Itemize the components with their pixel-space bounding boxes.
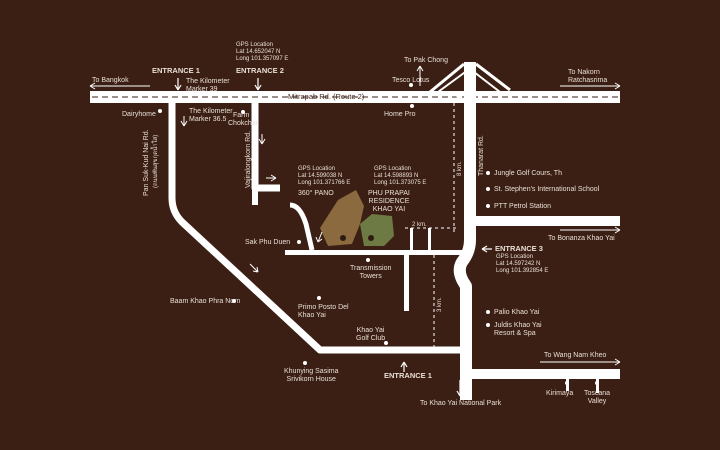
label-khaoyai-golf: Khao Yai Golf Club bbox=[356, 327, 386, 342]
label-pano: 360° PANO bbox=[298, 190, 334, 197]
label-km36: The Kilometer Marker 36.5 bbox=[189, 108, 233, 123]
label-route2: Mitrapab Rd. (Route 2) bbox=[288, 92, 365, 101]
label-tesco: Tesco Lotus bbox=[392, 77, 430, 84]
marker-st-stephen bbox=[486, 187, 490, 191]
label-entrance1-top: ENTRANCE 1 bbox=[152, 66, 200, 75]
label-primo: Primo Posto Del Khao Yai bbox=[298, 304, 349, 319]
arrow-to-wang-nam-kheo bbox=[540, 358, 621, 366]
label-3km: 3 km. bbox=[437, 297, 443, 312]
marker-ptt bbox=[486, 204, 490, 208]
marker-khunying bbox=[303, 361, 307, 365]
marker-kirimaya bbox=[565, 381, 569, 385]
project-plot-brown bbox=[320, 190, 364, 246]
label-thanarat: Thanarat Rd. bbox=[478, 135, 485, 176]
pansukkud-road bbox=[168, 102, 466, 354]
marker-transmission bbox=[366, 258, 370, 262]
arrow-access bbox=[315, 231, 323, 243]
label-farm-chokchai: Farm Chokchai bbox=[228, 112, 258, 127]
interchange-loop bbox=[453, 91, 471, 103]
label-juldis: Juldis Khao Yai Resort & Spa bbox=[494, 322, 542, 337]
label-to-khao-yai-np: To Khao Yai National Park bbox=[420, 400, 502, 407]
interchange-ramp-right bbox=[475, 62, 511, 92]
label-toscana: Toscana Valley bbox=[584, 390, 611, 405]
marker-primo bbox=[317, 296, 321, 300]
marker-farm-chokchai bbox=[241, 110, 245, 114]
arrow-pansukkud-2 bbox=[249, 263, 259, 273]
cross-road bbox=[285, 250, 468, 255]
label-entrance2: ENTRANCE 2 bbox=[236, 66, 284, 75]
label-jungle-golf: Jungle Golf Cours, Th bbox=[494, 170, 562, 177]
label-to-wang-nam-kheo: To Wang Nam Kheo bbox=[544, 352, 607, 359]
marker-sak-phu-duen bbox=[297, 240, 301, 244]
label-entrance3: ENTRANCE 3 bbox=[495, 244, 543, 253]
kirimaya-spur bbox=[566, 379, 569, 391]
label-homepro: Home Pro bbox=[384, 111, 416, 118]
wang-nam-kheo-road bbox=[472, 369, 620, 379]
gps-entrance3: GPS Location Lat 14.597242 N Long 101.39… bbox=[496, 254, 549, 274]
project-marker-2 bbox=[368, 235, 374, 241]
label-ptt: PTT Petrol Station bbox=[494, 203, 552, 210]
marker-baam bbox=[232, 299, 236, 303]
label-baam: Baam Khao Phra Norn bbox=[170, 298, 241, 305]
marker-tesco bbox=[409, 83, 413, 87]
vajiralongkorn-road bbox=[251, 102, 280, 192]
access-road bbox=[289, 202, 315, 251]
arrow-vajira-2 bbox=[266, 174, 277, 182]
south-link-road bbox=[404, 255, 409, 311]
label-phuprapai: PHU PRAPAI RESIDENCE KHAO YAI bbox=[368, 190, 410, 213]
interchange-ramp-left bbox=[429, 62, 465, 94]
label-transmission: Transmission Towers bbox=[350, 265, 392, 280]
gps-phuprapai: GPS Location Lat 14.598893 N Long 101.37… bbox=[374, 166, 427, 186]
label-kirimaya: Kirimaya bbox=[546, 390, 574, 397]
arrow-to-bonanza bbox=[560, 226, 621, 234]
gps-entrance2: GPS Location Lat 14.652047 N Long 101.35… bbox=[236, 42, 289, 62]
label-khunying: Khunying Sasima Srivikorn House bbox=[284, 368, 339, 383]
arrow-entrance1-bottom bbox=[400, 361, 408, 372]
interchange-ramp-left-2 bbox=[437, 69, 469, 93]
marker-jungle-golf bbox=[486, 171, 490, 175]
gps-pano: GPS Location Lat 14.599038 N Long 101.37… bbox=[298, 166, 351, 186]
label-palio: Palio Khao Yai bbox=[494, 309, 540, 316]
marker-toscana bbox=[595, 381, 599, 385]
label-vajiralongkorn: Vajiralongkorn Rd. bbox=[245, 130, 252, 188]
marker-juldis bbox=[486, 323, 490, 327]
label-to-bangkok: To Bangkok bbox=[92, 77, 129, 84]
thanarat-road bbox=[453, 62, 476, 400]
label-entrance1-bottom: ENTRANCE 1 bbox=[384, 371, 432, 380]
project-marker-1 bbox=[340, 235, 346, 241]
label-2km: 2 km. bbox=[412, 222, 427, 228]
project-stub-2 bbox=[428, 228, 431, 250]
marker-homepro bbox=[410, 104, 414, 108]
project-stub-1 bbox=[410, 228, 413, 250]
marker-dairyhome bbox=[158, 109, 162, 113]
label-to-bonanza: To Bonanza Khao Yai bbox=[548, 235, 615, 242]
project-plot-green bbox=[360, 214, 394, 246]
bonanza-road bbox=[476, 216, 620, 226]
arrow-entrance1-top bbox=[174, 78, 182, 91]
arrow-entrance2 bbox=[254, 78, 262, 91]
arrow-vajira bbox=[258, 134, 266, 145]
label-pansukkud: Pan Suk-Kud Nai Rd. bbox=[143, 129, 150, 196]
label-to-pak-chong: To Pak Chong bbox=[404, 57, 448, 64]
label-pansukkud-thai: (ถนนพันสุขกุดน้ำใส) bbox=[153, 134, 159, 188]
arrow-to-nakorn bbox=[560, 82, 621, 90]
label-to-nakorn: To Nakorn bbox=[568, 69, 600, 76]
arrow-to-national-park bbox=[456, 380, 464, 397]
arrow-entrance3 bbox=[481, 245, 492, 253]
label-to-nakorn-2: Ratchasrima bbox=[568, 77, 608, 84]
label-st-stephen: St. Stephen's International School bbox=[494, 186, 600, 193]
arrow-pansukkud-1 bbox=[180, 116, 188, 127]
arrow-to-pak-chong bbox=[416, 65, 424, 86]
arrow-to-bangkok bbox=[89, 82, 150, 90]
marker-khaoyai-golf bbox=[384, 341, 388, 345]
label-dairyhome: Dairyhome bbox=[122, 111, 156, 118]
label-km39: The Kilometer Marker 39 bbox=[186, 78, 230, 93]
marker-palio bbox=[486, 310, 490, 314]
interchange-ramp-right-2 bbox=[473, 71, 501, 93]
label-8km: 8 km. bbox=[457, 161, 463, 176]
toscana-spur bbox=[596, 379, 599, 393]
label-sak-phu-duen: Sak Phu Duen bbox=[245, 239, 291, 246]
